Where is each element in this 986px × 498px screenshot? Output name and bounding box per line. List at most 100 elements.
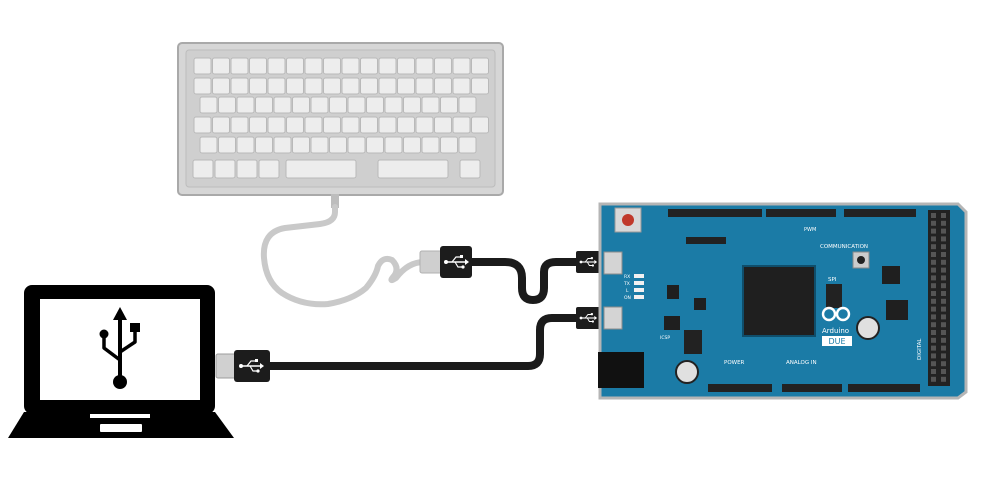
chip-small-2 <box>664 316 680 330</box>
header-jtag <box>686 237 726 244</box>
keyboard-key <box>360 57 378 75</box>
header-top-2 <box>766 209 836 217</box>
keyboard-key <box>292 136 310 154</box>
keyboard-key <box>341 57 360 75</box>
header-top-1 <box>668 209 762 217</box>
header-pin <box>941 369 946 374</box>
keyboard-key <box>193 57 212 75</box>
keyboard-key <box>273 96 292 114</box>
header-bottom-power <box>708 384 772 392</box>
header-pin <box>931 298 936 304</box>
power-label: POWER <box>724 360 745 366</box>
header-pin <box>931 361 936 367</box>
erase-button-cap <box>857 256 865 264</box>
keyboard-key <box>249 57 267 75</box>
keyboard-otg-cable <box>472 258 580 304</box>
header-pin <box>941 220 946 226</box>
keyboard-key <box>310 96 329 114</box>
header-pin <box>941 376 946 382</box>
keyboard-key <box>341 77 360 95</box>
keyboard-key <box>304 116 323 134</box>
header-pin <box>931 376 936 382</box>
keyboard-key <box>434 57 452 75</box>
laptop-trackpad <box>100 424 142 432</box>
header-pin <box>931 228 936 234</box>
keyboard-key <box>286 57 304 75</box>
keyboard-key <box>471 57 489 75</box>
header-pin <box>941 314 946 320</box>
keyboard-key <box>218 136 236 154</box>
keyboard-key <box>286 116 304 134</box>
keyboard-key <box>397 77 415 95</box>
usb-plug-icon <box>444 255 469 269</box>
keyboard-key <box>421 96 440 114</box>
keyboard-key <box>230 57 249 75</box>
keyboard-key <box>329 136 347 154</box>
header-pin <box>931 369 936 374</box>
laptop-hinge <box>90 414 150 418</box>
keyboard-key <box>452 116 471 134</box>
spi-label: SPI <box>828 277 837 283</box>
keyboard-key <box>285 159 357 179</box>
chip-small-1 <box>667 285 679 299</box>
keyboard-key <box>384 136 403 154</box>
keyboard-key <box>212 57 230 75</box>
keyboard-key <box>378 116 397 134</box>
header-pin <box>931 314 936 320</box>
header-pin <box>931 283 936 289</box>
chip-small-5 <box>694 298 706 310</box>
keyboard-key <box>397 57 415 75</box>
keyboard-key <box>323 77 341 95</box>
keyboard-key <box>397 116 415 134</box>
keyboard-key <box>440 136 458 154</box>
keyboard-key <box>212 116 230 134</box>
led-rx <box>634 274 644 278</box>
keyboard-key <box>366 96 384 114</box>
header-pin <box>941 228 946 234</box>
keyboard-key <box>249 116 267 134</box>
arduino-due-board: Arduino DUE COMMUNICATION PWM POWER ANAL… <box>598 202 968 400</box>
keyboard-key <box>323 57 341 75</box>
keyboard-key <box>360 77 378 95</box>
keyboard-key <box>258 159 280 179</box>
header-pin <box>931 322 936 328</box>
keyboard-key <box>378 57 397 75</box>
header-pin <box>931 353 936 359</box>
keyboard-key <box>434 77 452 95</box>
header-pin <box>931 337 936 343</box>
header-pin <box>941 267 946 273</box>
keyboard-key <box>218 96 236 114</box>
header-pin <box>941 236 946 242</box>
header-pin <box>941 330 946 335</box>
led-l <box>634 288 644 292</box>
keyboard-key <box>415 116 434 134</box>
keyboard-key <box>458 96 477 114</box>
keyboard-key <box>249 77 267 95</box>
keyboard-key <box>347 96 366 114</box>
header-pin <box>941 322 946 328</box>
keyboard-keys <box>192 57 489 179</box>
header-pin <box>941 291 946 296</box>
communication-label: COMMUNICATION <box>820 244 868 250</box>
usb-plug-icon <box>239 359 264 373</box>
l-label: L <box>626 288 629 294</box>
keyboard-key <box>415 57 434 75</box>
sam3x8e-chip <box>742 265 816 337</box>
keyboard <box>177 42 504 196</box>
header-pin <box>941 275 946 281</box>
keyboard-key <box>366 136 384 154</box>
header-pin <box>941 345 946 351</box>
icsp-label: ICSP <box>660 335 670 341</box>
header-bottom-analog-2 <box>848 384 920 392</box>
keyboard-key <box>199 136 218 154</box>
analog-in-label: ANALOG IN <box>786 360 817 366</box>
header-pin <box>941 306 946 312</box>
keyboard-key <box>192 159 214 179</box>
keyboard-cable <box>260 194 443 308</box>
spi-header <box>826 284 842 308</box>
keyboard-key <box>230 77 249 95</box>
header-pin <box>941 283 946 289</box>
keyboard-key <box>458 136 477 154</box>
header-pin <box>931 236 936 242</box>
header-pin <box>931 306 936 312</box>
